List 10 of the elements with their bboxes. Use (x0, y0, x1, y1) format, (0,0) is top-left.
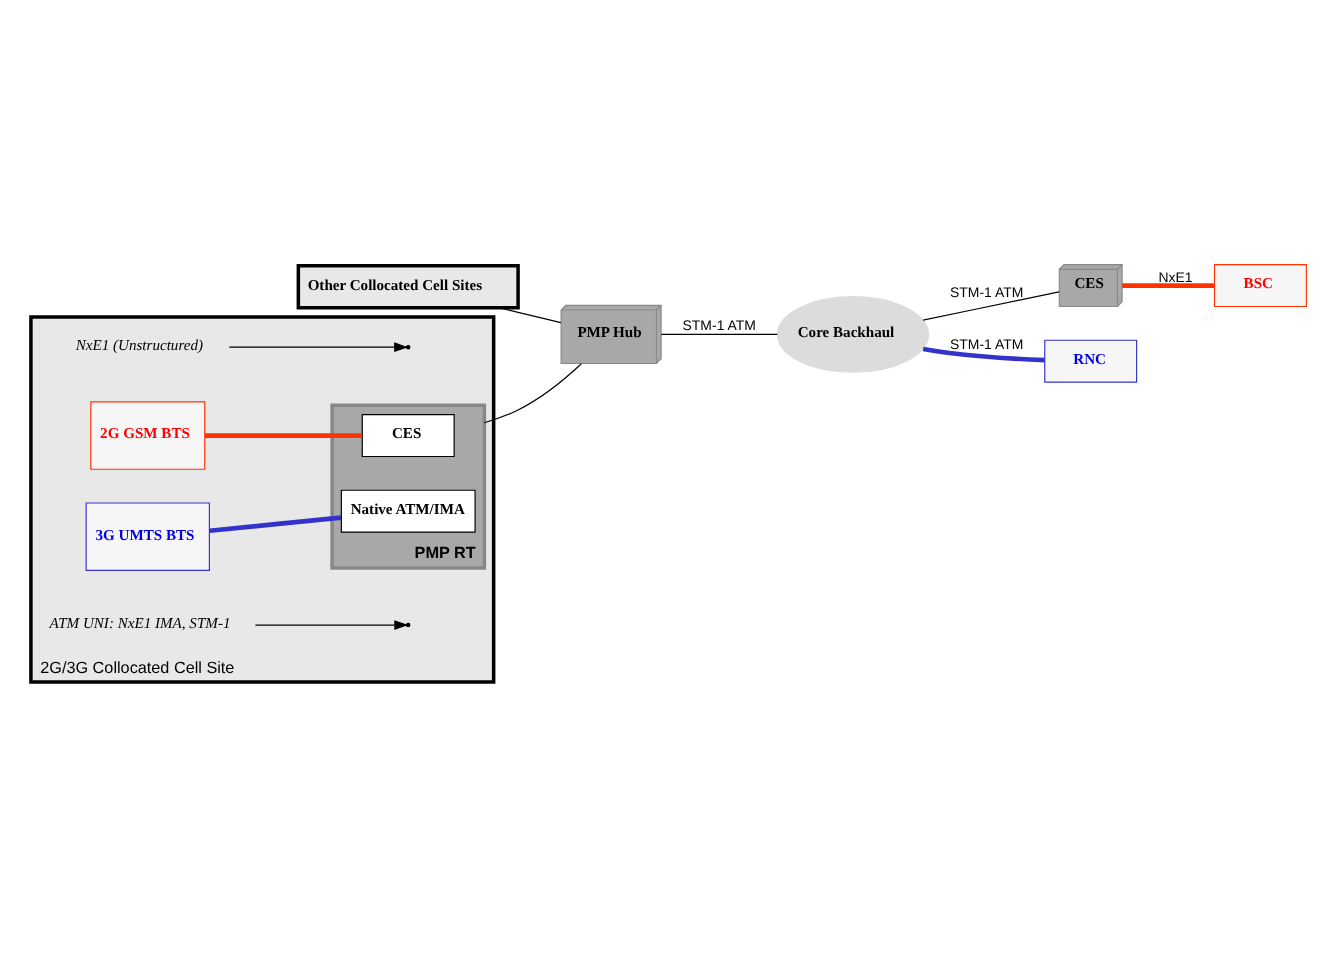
arrow (228, 342, 409, 353)
arrow (254, 620, 409, 630)
connector (660, 333, 778, 335)
connector (1122, 283, 1215, 288)
connector (209, 515, 342, 534)
connector (922, 346, 1045, 363)
connector (483, 363, 582, 424)
connector (204, 433, 362, 438)
connector (498, 307, 562, 324)
connector (922, 291, 1060, 321)
